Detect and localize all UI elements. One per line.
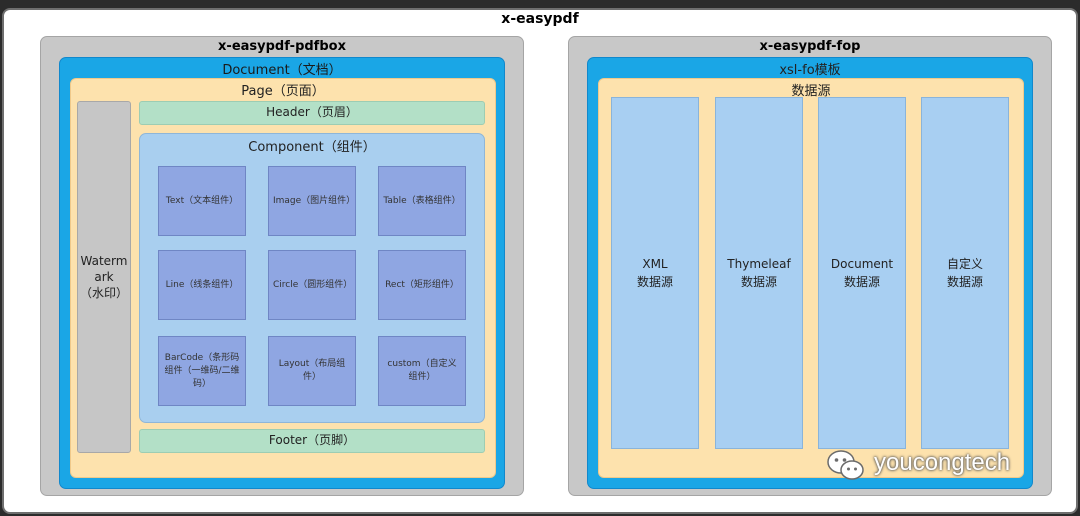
fop-container: x-easypdf-fop xsl-fo模板 数据源 XML 数据源 Thyme… [568,36,1052,496]
component-circle: Circle（圆形组件） [268,250,356,320]
pdfbox-title: x-easypdf-pdfbox [218,39,346,54]
template-label: xsl-fo模板 [779,63,841,78]
component-table: Table（表格组件） [378,166,466,236]
brand-watermark: youcongtech [874,449,1011,476]
datasource-custom: 自定义 数据源 [921,97,1009,449]
component-image: Image（图片组件） [268,166,356,236]
component-text: Text（文本组件） [158,166,246,236]
wechat-icon [827,450,864,480]
page-box: Page（页面） Waterm ark （水印） Header（页眉） Comp… [70,78,496,478]
datasource-box: 数据源 XML 数据源 Thymeleaf 数据源 Document 数据源 自… [598,78,1024,478]
diagram-title: x-easypdf [501,11,579,27]
component-box: Component（组件） Text（文本组件） Image（图片组件） Tab… [139,133,485,423]
datasource-xml: XML 数据源 [611,97,699,449]
footer-bar: Footer（页脚） [139,429,485,453]
xsl-fo-template-box: xsl-fo模板 数据源 XML 数据源 Thymeleaf 数据源 Docum… [587,57,1033,489]
datasource-thymeleaf: Thymeleaf 数据源 [715,97,803,449]
component-label: Component（组件） [248,140,376,155]
component-layout: Layout（布局组件） [268,336,356,406]
component-line: Line（线条组件） [158,250,246,320]
pdfbox-container: x-easypdf-pdfbox Document（文档） Page（页面） W… [40,36,524,496]
datasource-document: Document 数据源 [818,97,906,449]
component-rect: Rect（矩形组件） [378,250,466,320]
page-label: Page（页面） [241,84,325,99]
watermark-column: Waterm ark （水印） [77,101,131,453]
fop-title: x-easypdf-fop [759,39,861,54]
component-custom: custom（自定义组件） [378,336,466,406]
document-box: Document（文档） Page（页面） Waterm ark （水印） He… [59,57,505,489]
component-barcode: BarCode（条形码组件（一维码/二维码） [158,336,246,406]
diagram-canvas: x-easypdf x-easypdf-pdfbox Document（文档） … [2,8,1078,514]
document-label: Document（文档） [222,63,342,78]
datasource-label: 数据源 [791,84,831,99]
header-bar: Header（页眉） [139,101,485,125]
